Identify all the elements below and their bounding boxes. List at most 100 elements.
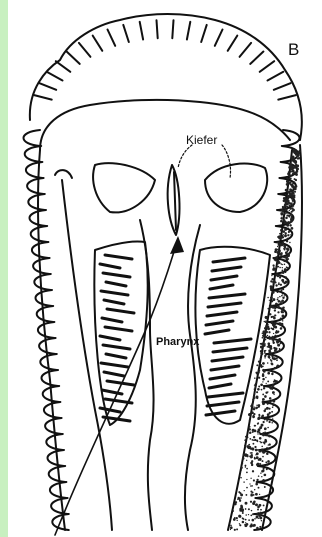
stipple-dot	[293, 188, 294, 189]
stipple-dot	[278, 322, 280, 324]
stipple-dot	[258, 512, 259, 513]
stipple-dot	[277, 299, 279, 301]
stipple-dot	[245, 519, 247, 521]
stipple-dot	[282, 259, 284, 261]
annulus-left	[33, 258, 50, 274]
stipple-dot	[261, 520, 262, 521]
stipple-dot	[246, 460, 247, 461]
stipple-dot	[282, 271, 285, 274]
stipple-dot	[253, 413, 255, 415]
muscle-band-left	[103, 273, 130, 277]
stipple-dot	[242, 521, 245, 524]
stipple-dot	[294, 181, 296, 183]
prostomium-ridge	[172, 20, 173, 38]
stipple-dot	[250, 494, 253, 497]
stipple-dot	[284, 228, 287, 231]
stipple-dot	[248, 514, 249, 515]
stipple-dot	[253, 396, 255, 398]
stipple-dot	[245, 436, 247, 438]
stipple-dot	[269, 313, 271, 315]
stipple-dot	[259, 437, 262, 440]
prostomium-ridge	[215, 30, 223, 46]
stipple-dot	[272, 357, 274, 359]
stipple-dot	[239, 515, 242, 518]
stipple-dot	[265, 339, 267, 341]
stipple-dot	[257, 417, 260, 420]
muscle-band-right	[210, 285, 233, 289]
stipple-dot	[248, 428, 251, 431]
stipple-dot	[255, 383, 257, 385]
stipple-dot	[272, 373, 274, 375]
stipple-dot	[289, 205, 291, 207]
stipple-dot	[254, 393, 255, 394]
stipple-dot	[258, 487, 260, 489]
stipple-dot	[244, 445, 246, 447]
stipple-dot	[268, 349, 271, 352]
prostomium-ridge	[157, 20, 158, 38]
stipple-dot	[261, 389, 263, 391]
stipple-dot	[288, 228, 290, 230]
stipple-dot	[264, 443, 265, 444]
stipple-dot	[272, 281, 274, 283]
stipple-dot	[289, 242, 290, 243]
stipple-dot	[255, 425, 256, 426]
stipple-dot	[286, 212, 288, 214]
prostomium-ridge	[201, 25, 207, 42]
stipple-dot	[296, 162, 298, 164]
stipple-dot	[287, 247, 289, 249]
stipple-dot	[263, 378, 264, 379]
stipple-dot	[230, 529, 231, 530]
stipple-dot	[260, 346, 263, 349]
stipple-dot	[253, 501, 256, 504]
prostomium-ridge	[187, 22, 190, 40]
stipple-dot	[260, 509, 262, 511]
stipple-dot	[268, 444, 269, 445]
stipple-dot	[275, 257, 277, 259]
stipple-dot	[268, 421, 270, 423]
stipple-dot	[236, 517, 238, 519]
stipple-dot	[259, 458, 261, 460]
prostomium-outline	[30, 14, 302, 140]
stipple-dot	[288, 231, 290, 233]
stipple-dot	[276, 380, 278, 382]
body-annuli-left	[24, 130, 69, 530]
annulus-right	[261, 418, 278, 434]
stipple-dot	[275, 315, 276, 316]
muscle-band-left	[105, 255, 132, 259]
muscle-band-left	[105, 399, 132, 403]
muscle-band-left	[103, 345, 130, 349]
label-pharynx: Pharynx	[156, 336, 200, 348]
stipple-dot	[252, 399, 254, 401]
stipple-dot	[263, 451, 265, 453]
stipple-dot	[246, 523, 249, 526]
stipple-dot	[294, 178, 296, 180]
stipple-dot	[269, 338, 271, 340]
stipple-dot	[284, 264, 286, 266]
stipple-dot	[284, 234, 287, 237]
prostomium-ridge	[47, 72, 63, 81]
stipple-dot	[287, 251, 289, 253]
stipple-dot	[274, 268, 277, 271]
stipple-dot	[260, 473, 261, 474]
stipple-dot	[230, 526, 233, 529]
left-wall-fold	[55, 170, 72, 178]
stipple-dot	[281, 236, 283, 238]
kiefer-leader-left	[178, 145, 192, 168]
stipple-dot	[272, 291, 275, 294]
stipple-dot	[278, 237, 280, 239]
stipple-dot	[277, 331, 279, 333]
stipple-dot	[244, 490, 245, 491]
stipple-dot	[276, 350, 277, 351]
stipple-dot	[262, 456, 264, 458]
stipple-dot	[267, 448, 269, 450]
stipple-dot	[264, 395, 267, 398]
stipple-dot	[245, 508, 247, 510]
stipple-dot	[278, 283, 280, 285]
stipple-dot	[264, 440, 267, 443]
stipple-dot	[273, 333, 274, 334]
muscle-band-left	[106, 354, 126, 358]
stipple-dot	[268, 336, 270, 338]
stipple-dot	[240, 477, 241, 478]
stipple-dot	[249, 455, 251, 457]
stipple-dot	[252, 443, 254, 445]
